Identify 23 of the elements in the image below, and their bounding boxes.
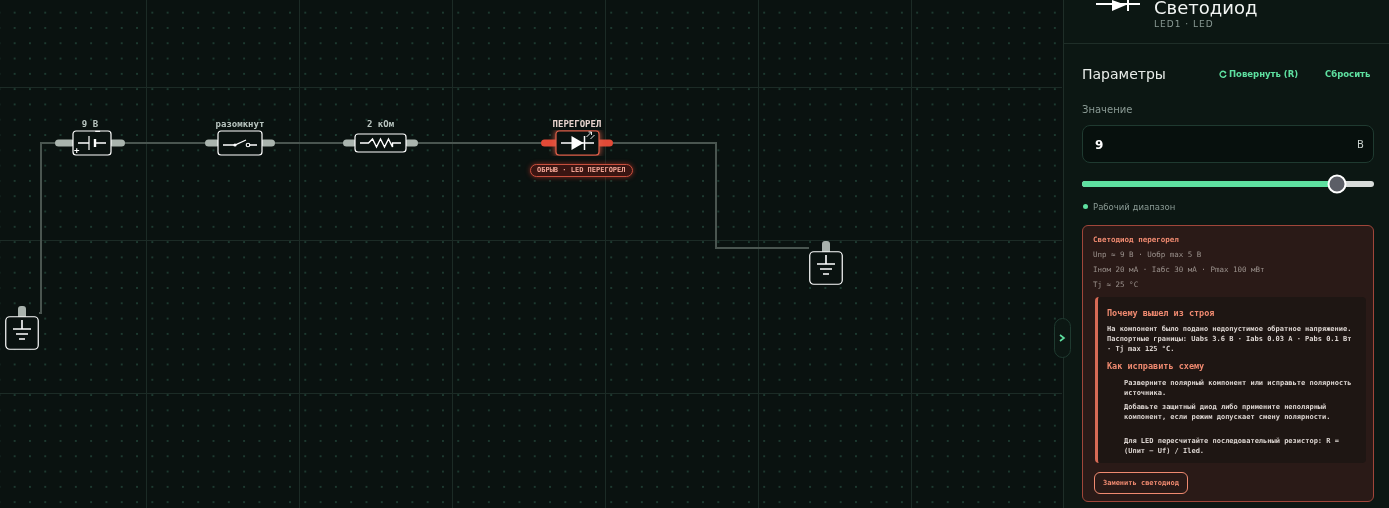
section-heading: Как исправить схему	[1107, 361, 1205, 371]
polarity-mark: −	[95, 126, 101, 136]
wire	[417, 142, 542, 144]
status-text: Рабочий диапазон	[1093, 202, 1176, 212]
wire	[274, 142, 344, 144]
field-label: Значение	[1082, 104, 1133, 115]
rotate-button: Повернуть (R)	[1219, 69, 1299, 79]
wire	[124, 142, 206, 144]
wire	[612, 142, 810, 249]
switch-component: разомкнут	[205, 119, 275, 156]
wire	[38, 142, 56, 314]
polarity-mark: +	[74, 145, 80, 155]
led-component: ПЕРЕГОРЕЛ	[541, 119, 613, 156]
component-title: Светодиод	[1154, 0, 1258, 17]
ground-component	[809, 241, 843, 285]
section-heading: Параметры	[1082, 66, 1166, 82]
ground-component	[5, 306, 39, 350]
component-id: LED1 · LED	[1154, 19, 1214, 29]
reset-button: Сбросить	[1325, 69, 1371, 79]
resistor-component: 2 кОм	[343, 119, 418, 156]
unit-label: В	[1357, 139, 1364, 150]
field-value: 9	[1095, 138, 1104, 152]
section-heading: Почему вышел из строя	[1107, 308, 1215, 318]
